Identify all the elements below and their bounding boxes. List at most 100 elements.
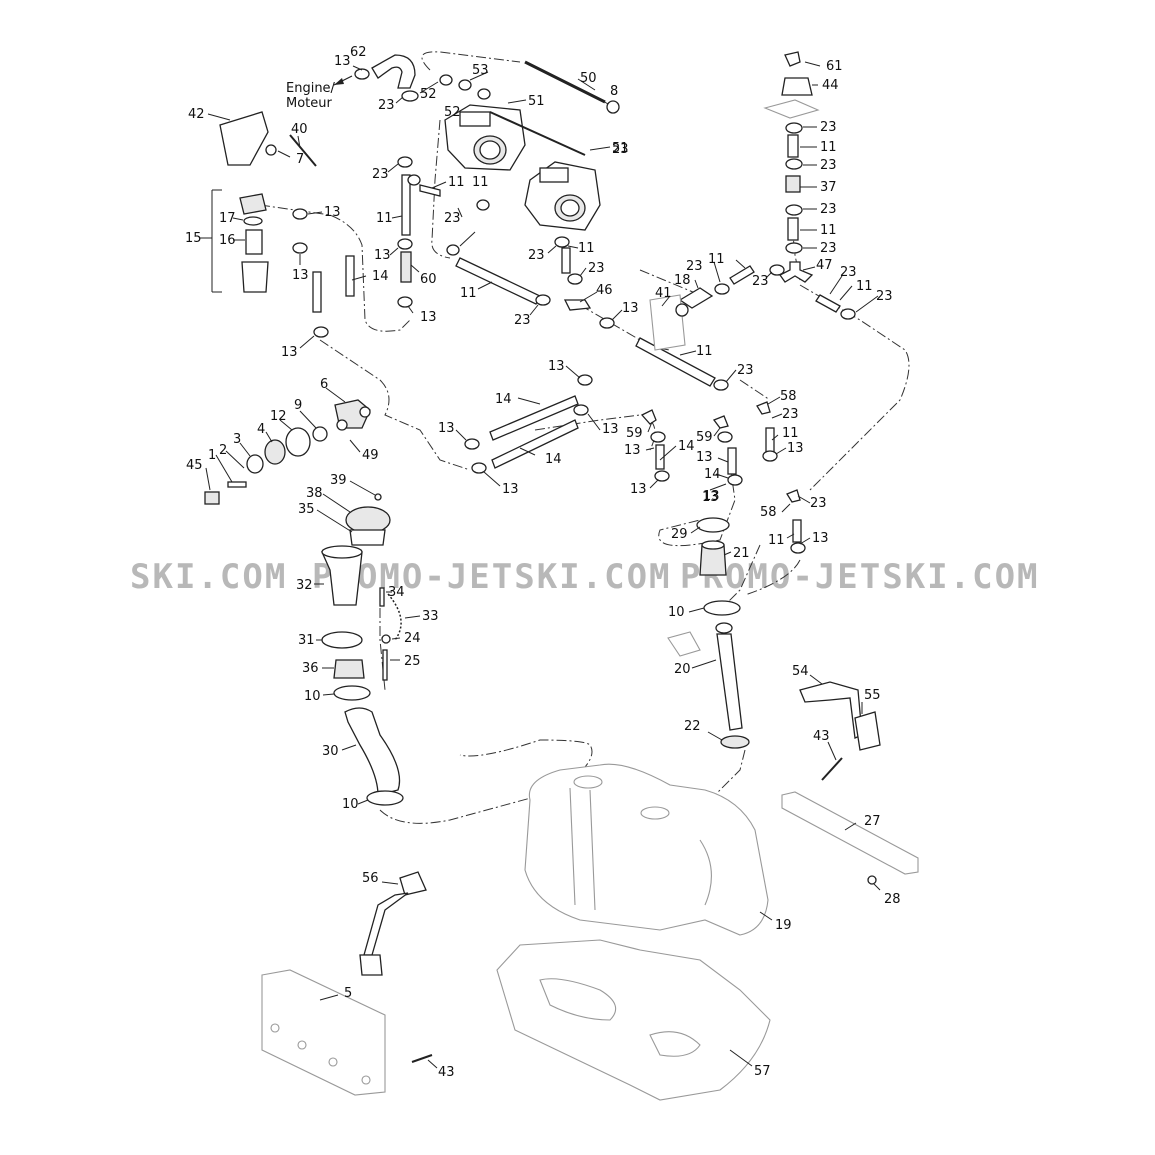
callout-6: 6 <box>320 377 328 392</box>
clamp-10-pickup <box>703 600 741 616</box>
callout-23: 23 <box>782 407 799 422</box>
callout-10: 10 <box>342 797 359 812</box>
grommet-22 <box>720 735 750 749</box>
bead-39 <box>374 493 382 501</box>
fitting-60 <box>400 251 412 283</box>
callout-58: 58 <box>760 505 777 520</box>
filter-bowl <box>241 261 269 293</box>
callout-19: 19 <box>775 918 792 933</box>
callout-42: 42 <box>188 107 205 122</box>
clamp-23-top <box>401 90 419 102</box>
filter-16 <box>245 229 263 255</box>
callout-51: 51 <box>612 141 629 156</box>
callout-15: 15 <box>185 231 202 246</box>
callout-13: 13 <box>324 205 341 220</box>
callout-31: 31 <box>298 633 315 648</box>
callout-40: 40 <box>291 122 308 137</box>
screw-1 <box>227 481 247 488</box>
callout-5: 5 <box>344 986 352 1001</box>
callout-21: 21 <box>733 546 750 561</box>
callout-11: 11 <box>820 140 837 155</box>
callout-53: 53 <box>472 63 489 78</box>
callout-13: 13 <box>624 443 641 458</box>
callout-23: 23 <box>820 120 837 135</box>
washer-3 <box>246 454 264 474</box>
callout-35: 35 <box>298 502 315 517</box>
callout-3: 3 <box>233 432 241 447</box>
callout-23: 23 <box>528 248 545 263</box>
gasket-41 <box>649 294 686 351</box>
fuel-tank-19 <box>524 763 769 936</box>
callout-23: 23 <box>612 142 629 157</box>
callout-58: 58 <box>780 389 797 404</box>
hose-11-b <box>455 257 541 305</box>
callout-50: 50 <box>580 71 597 86</box>
callout-9: 9 <box>294 398 302 413</box>
callout-22: 22 <box>684 719 701 734</box>
rivet-25 <box>382 649 388 681</box>
engine-label: Engine/ Moteur <box>286 75 353 111</box>
callout-43: 43 <box>813 729 830 744</box>
callout-14: 14 <box>545 452 562 467</box>
callout-52: 52 <box>444 105 461 120</box>
callout-13: 13 <box>630 482 647 497</box>
callout-13: 13 <box>703 489 720 504</box>
callout-60: 60 <box>420 272 437 287</box>
callout-29: 29 <box>671 527 688 542</box>
parts <box>204 51 919 1101</box>
callout-13: 13 <box>548 359 565 374</box>
bracket-42 <box>219 111 269 166</box>
callout-11: 11 <box>578 241 595 256</box>
callout-38: 38 <box>306 486 323 501</box>
callout-13: 13 <box>334 54 351 69</box>
callout-57: 57 <box>754 1064 771 1079</box>
watermark-left: SKI.COM <box>130 557 287 597</box>
carburetor-rear <box>524 161 601 231</box>
clamp-29 <box>696 517 730 533</box>
callout-11: 11 <box>448 175 465 190</box>
callout-23: 23 <box>876 289 893 304</box>
check-valve-37 <box>785 175 801 193</box>
return-hose-62 <box>371 54 416 89</box>
callout-54: 54 <box>792 664 809 679</box>
callout-37: 37 <box>820 180 837 195</box>
callout-23: 23 <box>820 158 837 173</box>
washer-24 <box>381 634 391 644</box>
tee-47 <box>779 261 814 283</box>
tee-46 <box>563 299 592 311</box>
clamp-13-top <box>354 68 370 80</box>
callout-36: 36 <box>302 661 319 676</box>
cap-45 <box>204 491 220 505</box>
hose-14-b <box>491 419 579 469</box>
callout-51: 51 <box>528 94 545 109</box>
hose-14-a <box>489 395 579 441</box>
pickup-tube-20 <box>716 633 743 731</box>
callout-56: 56 <box>362 871 379 886</box>
callout-23: 23 <box>820 202 837 217</box>
strap-54 <box>799 681 863 739</box>
callout-13: 13 <box>438 421 455 436</box>
callout-13: 13 <box>420 310 437 325</box>
callout-23: 23 <box>820 241 837 256</box>
callout-46: 46 <box>596 283 613 298</box>
callout-13: 13 <box>292 268 309 283</box>
callout-23: 23 <box>686 259 703 274</box>
callout-11: 11 <box>376 211 393 226</box>
callout-20: 20 <box>674 662 691 677</box>
callout-23: 23 <box>588 261 605 276</box>
callout-13: 13 <box>281 345 298 360</box>
callout-39: 39 <box>330 473 347 488</box>
callout-13: 13 <box>702 490 719 505</box>
carburetor-front <box>444 104 526 171</box>
nut-7 <box>265 144 277 156</box>
knob-8 <box>606 100 620 114</box>
nut-36 <box>333 659 365 679</box>
callout-23: 23 <box>372 167 389 182</box>
callout-11: 11 <box>460 286 477 301</box>
callout-43: 43 <box>438 1065 455 1080</box>
callout-14: 14 <box>372 269 389 284</box>
callout-8: 8 <box>610 84 618 99</box>
tank-support-57 <box>496 939 771 1101</box>
callout-45: 45 <box>186 458 203 473</box>
